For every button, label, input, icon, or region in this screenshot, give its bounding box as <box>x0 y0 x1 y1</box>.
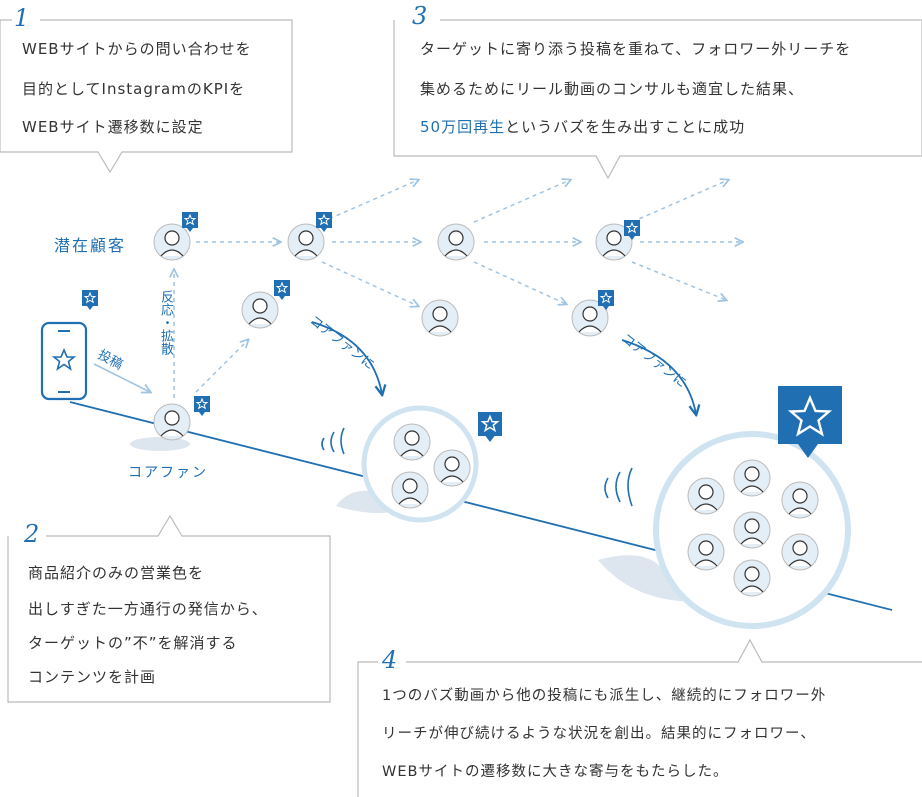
post-arrow <box>93 363 150 392</box>
core-fan-group-large <box>653 431 851 629</box>
callout-4-line: リーチが伸び続けるような状況を創出。結果的にフォロワー、 <box>382 726 816 742</box>
core-fan-group-small <box>361 405 479 523</box>
core-fan-arrow-1 <box>311 321 382 394</box>
callout-3-box <box>393 19 922 180</box>
callout-number-2: 2 <box>24 520 40 548</box>
callout-1-box <box>0 19 293 174</box>
star-badge-icon <box>81 289 99 311</box>
callout-4-box <box>357 638 922 797</box>
callout-3-line: ターゲットに寄り添う投稿を重ねて、フォロワー外リーチを <box>420 40 852 58</box>
potential-customer-label: 潜在顧客 <box>54 236 127 255</box>
callout-2-line: 出しすぎた一方通行の発信から、 <box>28 600 268 618</box>
callout-1-line: WEBサイトからの問い合わせを <box>22 40 252 58</box>
callout-3-line: 集めるためにリール動画のコンサルも適宜した結果、 <box>420 80 805 98</box>
core-fan-arrow-2 <box>621 339 696 414</box>
callout-number-3: 3 <box>412 2 428 30</box>
callout-4-line: 1つのバズ動画から他の投稿にも派生し、継続的にフォロワー外 <box>382 688 827 704</box>
callout-number-1: 1 <box>14 4 30 32</box>
callout-2-line: ターゲットの”不”を解消する <box>28 634 238 652</box>
core-fan-label: コアファン <box>128 465 208 481</box>
callout-3-line: 50万回再生というバズを生み出すことに成功 <box>420 116 745 137</box>
flow-arrows <box>174 180 742 398</box>
callout-3-line-rest: というバズを生み出すことに成功 <box>505 118 746 136</box>
highlight-play-count: 50万回再生 <box>420 118 506 136</box>
callout-2-line: 商品紹介のみの営業色を <box>28 564 205 582</box>
callout-1-line: WEBサイト遷移数に設定 <box>22 118 204 136</box>
smartphone-icon <box>40 321 88 401</box>
callout-4-line: WEBサイトの遷移数に大きな寄与をもたらした。 <box>382 764 729 780</box>
callout-2-box <box>7 514 331 703</box>
large-star-badge-icon <box>778 386 842 458</box>
callout-2-line: コンテンツを計画 <box>28 668 157 686</box>
callout-1-line: 目的としてInstagramのKPIを <box>22 80 246 98</box>
star-badge-icon <box>477 411 503 443</box>
callout-number-4: 4 <box>382 646 398 674</box>
reaction-spread-label: 反応・拡散 <box>158 290 173 355</box>
